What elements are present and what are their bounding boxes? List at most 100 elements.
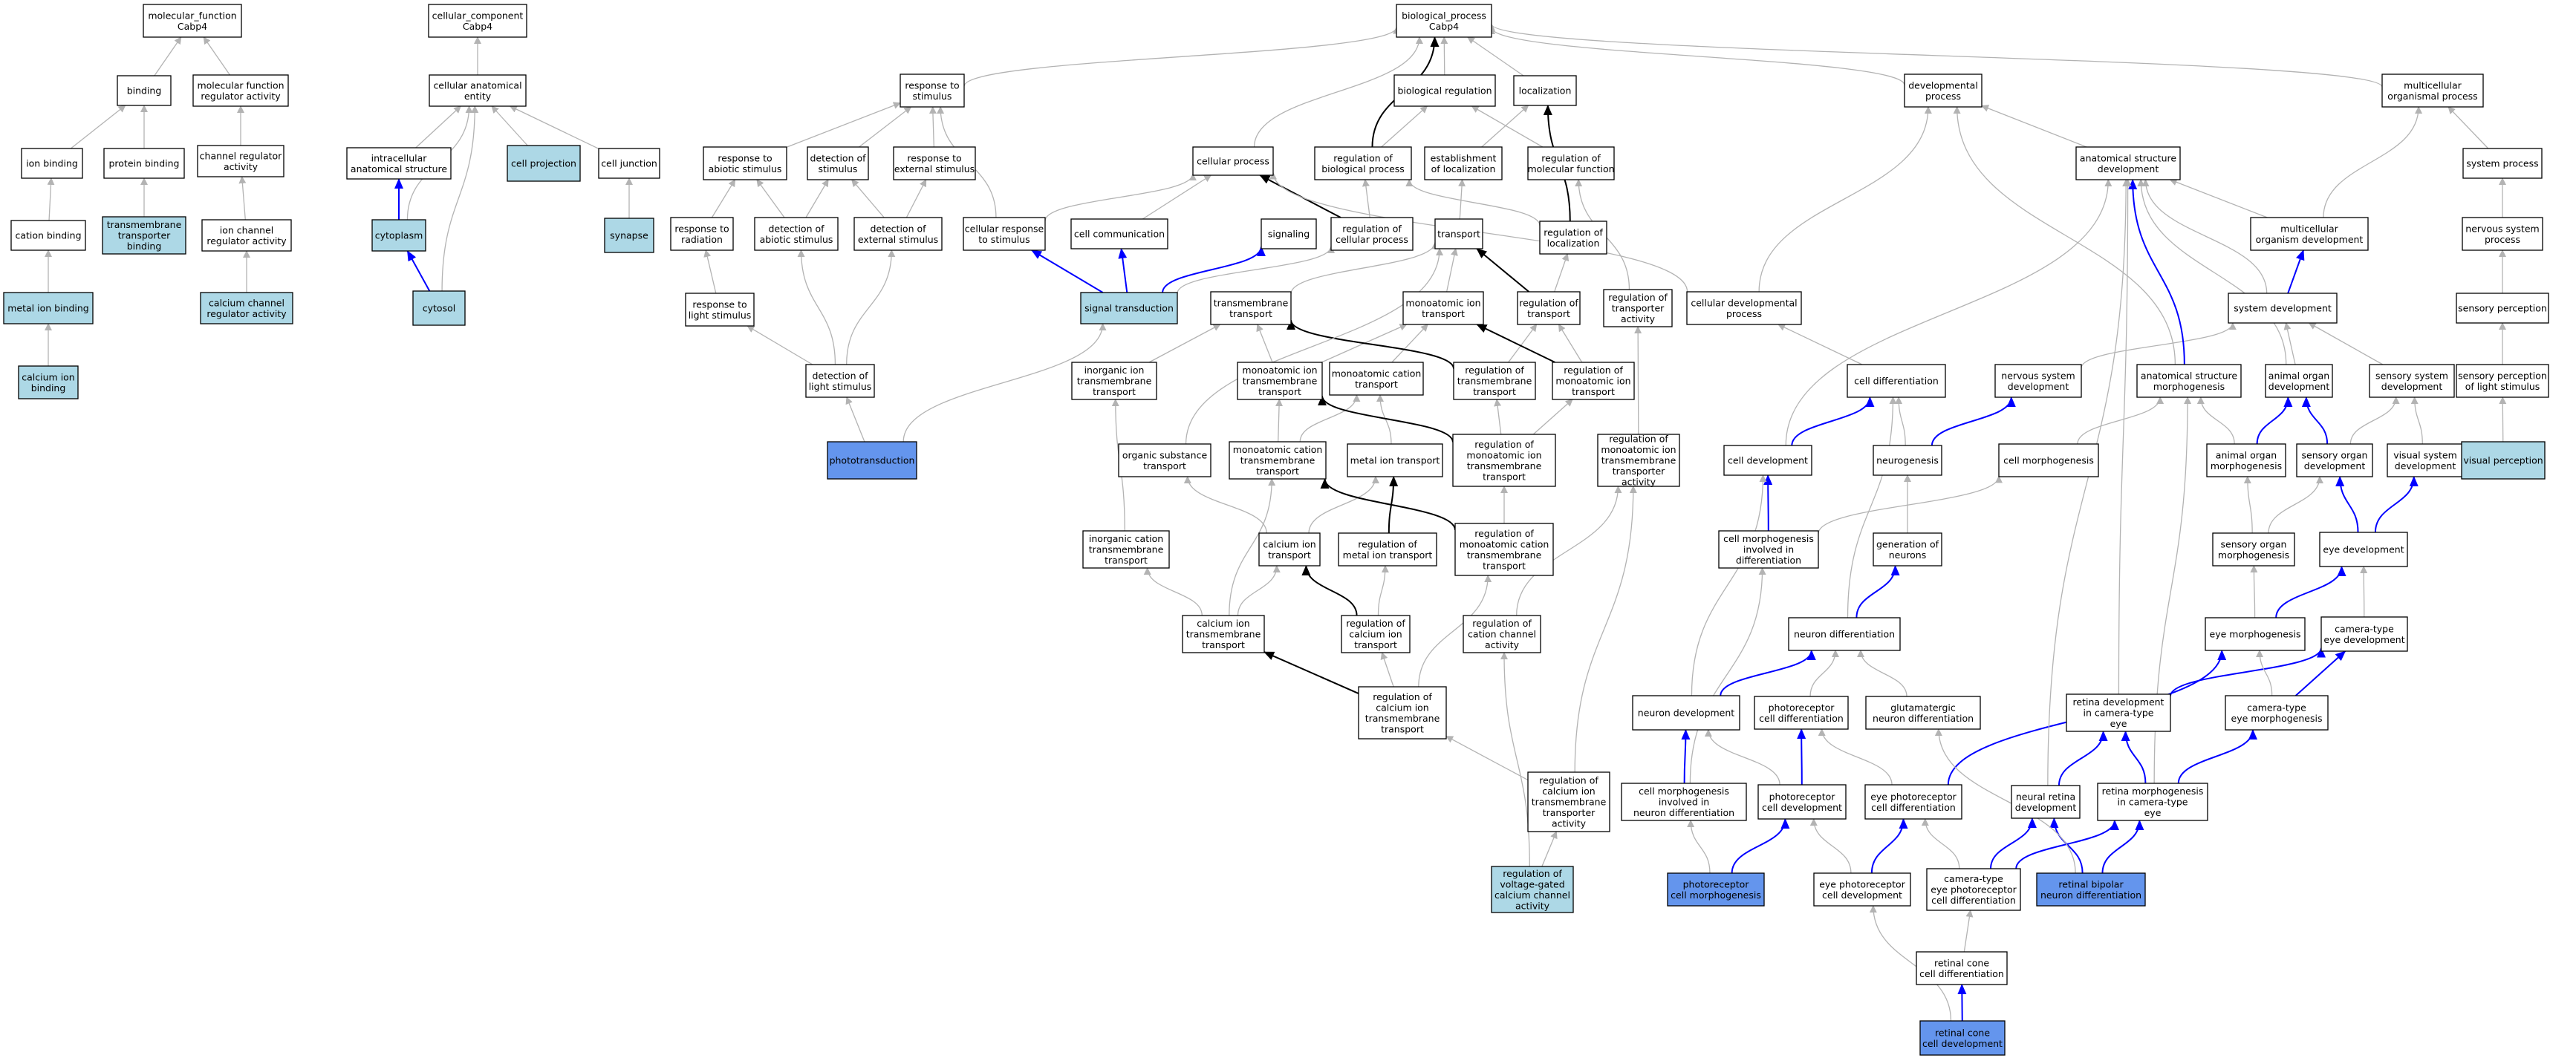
go-term-label: transport (1483, 560, 1526, 571)
go-term-box (1754, 696, 1849, 730)
go-term-label: nervous system (2001, 370, 2075, 381)
go-term-label: anatomical structure (2080, 152, 2176, 163)
go-term-box (2319, 532, 2408, 567)
go-term-label: sensory perception (2458, 370, 2547, 381)
go-term-label: neuron differentiation (1873, 713, 1974, 724)
go-term-label: multicellular (2404, 79, 2462, 91)
edge-is-a (1381, 105, 1428, 148)
go-term-label: transporter (118, 230, 171, 241)
go-term-label: morphogenesis (2153, 381, 2225, 392)
go-term-box (1994, 364, 2082, 398)
go-term-label: intracellular (371, 152, 428, 163)
go-term-label: visual system (2393, 449, 2457, 460)
go-term-label: monoatomic cation (1460, 538, 1549, 549)
edge-is-a (154, 36, 182, 76)
edge-is-a (2196, 396, 2235, 445)
go-term-label: response to (674, 223, 729, 234)
edge-is-a (1377, 565, 1389, 616)
go-term-label: cell differentiation (1931, 895, 2016, 906)
go-term-box (853, 217, 943, 251)
go-term-label: phototransduction (830, 455, 915, 466)
go-term-label: transport (1437, 229, 1480, 240)
edge-is-a (2268, 476, 2324, 534)
edge-is-a (2047, 179, 2130, 786)
edge-layer (45, 23, 2507, 1022)
edge-is-a (905, 179, 927, 218)
go-term-box (1667, 872, 1765, 907)
edge-is-a (1921, 818, 1960, 869)
go-term-label: cellular response (965, 223, 1044, 234)
go-term-box (1210, 291, 1292, 325)
go-term-box (1686, 291, 1802, 325)
go-term-node: phototransduction (827, 441, 917, 480)
go-term-box (1603, 289, 1673, 327)
edge-is-a (1895, 396, 1906, 446)
go-term-label: photoreceptor (1769, 702, 1835, 713)
go-term-label: calcium channel (209, 297, 284, 308)
edge-regulates (1476, 248, 1530, 293)
edge-is-a (1488, 23, 2383, 88)
go-term-label: cell communication (1074, 229, 1165, 240)
go-term-box (685, 293, 755, 327)
go-term-box (2456, 293, 2549, 324)
go-term-box (1491, 866, 1574, 913)
go-term-label: external stimulus (894, 163, 975, 174)
go-term-label: inorganic cation (1089, 533, 1163, 544)
edge-part-of (1990, 817, 2037, 869)
go-term-label: involved in (1743, 544, 1794, 555)
edge-is-a (1516, 486, 1622, 616)
go-term-label: retina development (2073, 696, 2164, 708)
go-term-node: metal ion binding (3, 292, 94, 324)
edge-is-a (1785, 179, 2112, 446)
go-term-box (412, 290, 466, 326)
edge-is-a (846, 249, 896, 365)
go-term-label: transport (1143, 460, 1186, 471)
go-term-label: nervous system (2465, 223, 2539, 234)
go-term-label: transmembrane (1467, 549, 1542, 561)
go-term-box (2462, 217, 2543, 251)
go-term-label: eye development (2323, 544, 2404, 555)
go-term-label: eye (2110, 718, 2127, 729)
edge-is-a (2308, 322, 2384, 365)
go-term-label: development (2304, 460, 2366, 471)
go-term-label: activity (1621, 313, 1656, 324)
go-term-label: cellular process (1197, 156, 1269, 167)
edge-is-a (1445, 248, 1458, 293)
go-term-node: cell communication (1070, 218, 1168, 249)
edge-is-a (1869, 905, 1952, 1022)
edge-is-a (1445, 736, 1529, 781)
go-term-label: eye (2144, 807, 2162, 818)
go-term-box (1118, 443, 1211, 477)
go-term-label: developmental (1908, 79, 1978, 91)
edge-is-a (756, 179, 785, 218)
go-term-box (1341, 615, 1411, 653)
go-term-box (1517, 291, 1581, 325)
go-term-label: channel regulator (200, 150, 283, 161)
go-term-label: transport (1355, 379, 1398, 390)
go-term-label: regulation of (1541, 152, 1601, 163)
go-term-node: sensory perception (2456, 293, 2549, 324)
edge-part-of (1763, 474, 1773, 532)
go-term-label: process (1925, 91, 1961, 102)
edge-is-a (1044, 173, 1197, 221)
go-term-label: transport (1229, 308, 1272, 319)
go-term-label: regulation of (1544, 226, 1603, 238)
go-term-box (1192, 146, 1274, 176)
